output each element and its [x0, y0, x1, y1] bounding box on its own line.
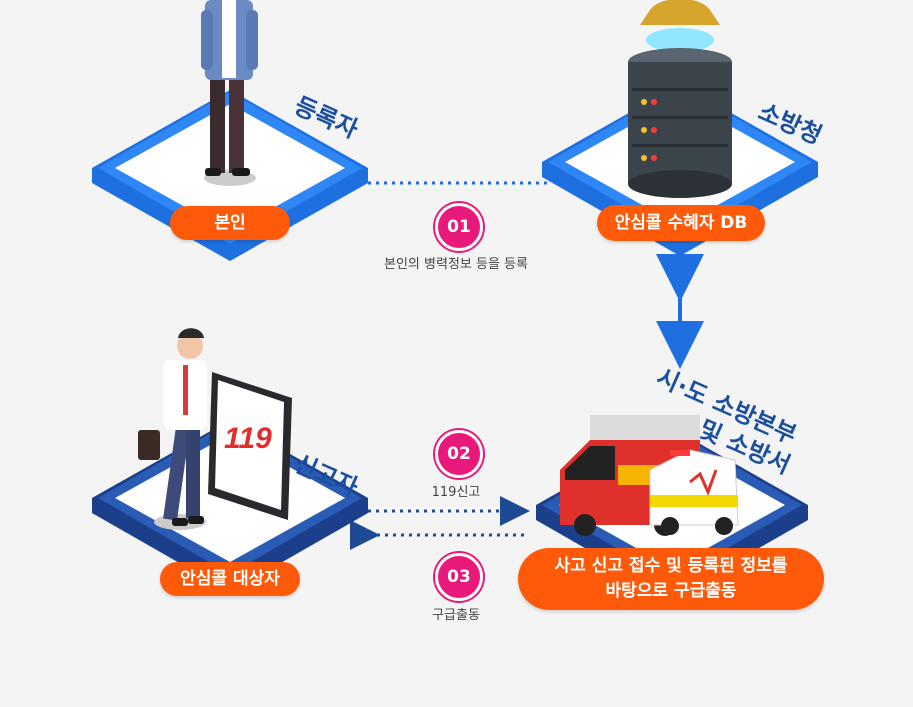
person-on-phone-icon: [138, 328, 207, 530]
database-server-icon: [628, 0, 732, 198]
step-badge-01: 01: [435, 203, 483, 251]
tablet-119-icon: 119: [208, 372, 292, 520]
label-registrant: 본인: [170, 206, 290, 240]
step-caption-02: 119신고: [431, 485, 481, 500]
tablet-119-logo: 119: [224, 422, 272, 455]
step-badge-03: 03: [435, 553, 483, 601]
step-badge-02: 02: [435, 430, 483, 478]
label-target-person: 안심콜 대상자: [160, 562, 300, 596]
label-dispatch-info-line1: 사고 신고 접수 및 등록된 정보를: [554, 556, 788, 576]
label-beneficiary-db: 안심콜 수혜자 DB: [597, 205, 765, 241]
fire-truck-ambulance-icon: [560, 415, 739, 536]
person-figure-icon: [201, 0, 258, 186]
step-caption-01: 본인의 병력정보 등을 등록: [384, 257, 528, 272]
label-dispatch-info-line2: 바탕으로 구급출동: [605, 581, 737, 601]
label-dispatch-info: 사고 신고 접수 및 등록된 정보를 바탕으로 구급출동: [518, 548, 824, 610]
step-caption-03: 구급출동: [432, 608, 480, 623]
